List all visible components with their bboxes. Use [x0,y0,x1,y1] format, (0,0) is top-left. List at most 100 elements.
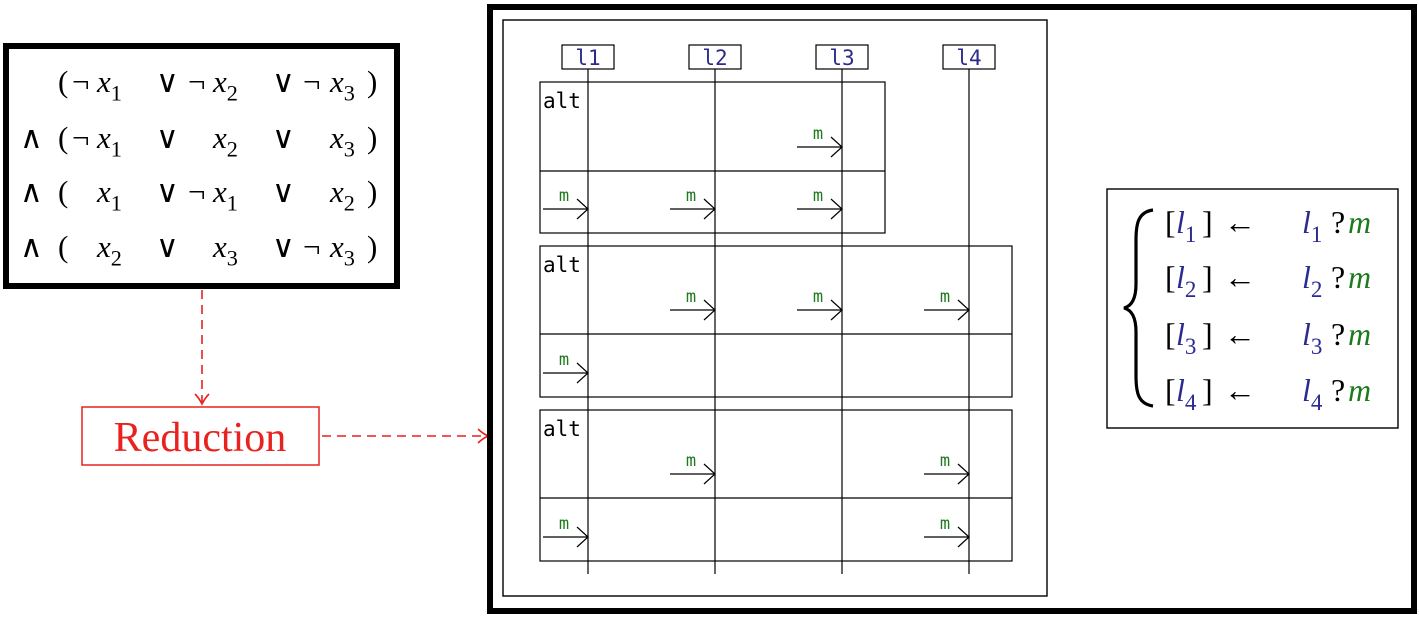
open-paren: ( [58,174,68,209]
literal-b: x2 [212,120,238,162]
lifeline-head-l4: l4 [942,44,996,70]
negation: ¬ [188,174,205,209]
lifeline-head-l1: l1 [561,44,615,70]
down-arrowhead [194,393,210,406]
lifeline-label: l2 [702,46,727,70]
formula-row: ∧(¬x1∨x2∨x3) [20,120,377,162]
receive-channel: l3 [1302,316,1322,359]
message-arrow: m [924,451,970,485]
lifeline-head-box [561,44,615,70]
reduction-label: Reduction [114,415,287,461]
open-paren: ( [58,229,68,264]
formula-rows: (¬x1∨¬x2∨¬x3)∧(¬x1∨x2∨x3)∧(x1∨¬x1∨x2)∧(x… [20,64,377,271]
assignment-panel: [l1]←l1?m [l2]←l2?m [l3]←l3?m [l4]←l4?m [1106,188,1399,429]
message-arrow: m [543,186,589,220]
message-arrow: m [670,287,716,321]
message-arrowhead [830,299,843,321]
assignment-row: [l1]←l1?m [1165,204,1371,247]
or-symbol: ∨ [272,64,295,99]
and-connective: ∧ [20,120,43,155]
alt-fragment: alt m m m m [539,409,1013,562]
or-symbol: ∨ [156,174,179,209]
lifeline-label: l3 [829,46,854,70]
message-arrow: m [797,186,843,220]
lifeline-head-box [942,44,996,70]
formula-row: (¬x1∨¬x2∨¬x3) [58,64,377,106]
message-arrow: m [924,514,970,548]
literal-a: x1 [96,64,122,106]
open-paren: ( [58,120,68,155]
message-arrowhead [957,463,970,485]
assignment-box [1106,188,1399,429]
bracket-open: [ [1165,259,1176,295]
open-paren: ( [58,64,68,99]
message-arrowhead [576,526,589,548]
literal-a: x1 [96,120,122,162]
assignment-row: [l2]←l2?m [1165,259,1371,302]
close-paren: ) [367,64,377,99]
message-arrow: m [670,451,716,485]
lifeline-head-l3: l3 [815,44,869,70]
literal-b: x3 [212,229,238,271]
negation: ¬ [72,120,89,155]
message-label: m [559,350,569,370]
received-message: m [1348,372,1371,408]
lifeline-label: l4 [956,46,981,70]
assignment-row: [l3]←l3?m [1165,316,1371,359]
message-label: m [559,186,569,206]
message-label: m [686,287,696,307]
target-variable: l2 [1176,259,1196,302]
assignment-row: [l4]←l4?m [1165,372,1371,415]
formula-row: ∧(x2∨x3∨¬x3) [20,229,377,271]
receive-operator: ? [1331,259,1345,295]
close-paren: ) [367,229,377,264]
bracket-close: ] [1202,204,1213,240]
lifeline-head-box [815,44,869,70]
alt-fragment-box [539,81,886,234]
message-arrowhead [703,299,716,321]
or-symbol: ∨ [156,120,179,155]
message-arrow: m [543,514,589,548]
literal-c: x3 [329,64,355,106]
message-arrow: m [797,124,843,158]
message-label: m [686,451,696,471]
message-label: m [940,451,950,471]
left-brace [1123,208,1154,408]
received-message: m [1348,204,1371,240]
alt-keyword: alt [543,253,581,277]
or-symbol: ∨ [156,229,179,264]
close-paren: ) [367,174,377,209]
receive-channel: l1 [1302,204,1322,247]
literal-c: x3 [329,120,355,162]
bracket-close: ] [1202,316,1213,352]
receive-operator: ? [1331,204,1345,240]
alt-keyword: alt [543,417,581,441]
target-variable: l3 [1176,316,1196,359]
message-arrow: m [670,186,716,220]
literal-a: x1 [96,174,122,216]
message-arrowhead [830,136,843,158]
literal-b: x2 [212,64,238,106]
literal-c: x2 [329,174,355,216]
message-label: m [813,287,823,307]
negation: ¬ [72,64,89,99]
literal-c: x3 [329,229,355,271]
message-arrowhead [957,299,970,321]
message-arrowhead [830,198,843,220]
alt-fragment-box [539,245,1013,398]
formula-row: ∧(x1∨¬x1∨x2) [20,174,377,216]
sequence-diagram-frame [502,19,1048,597]
message-arrowhead [576,198,589,220]
negation: ¬ [188,64,205,99]
bracket-close: ] [1202,372,1213,408]
message-arrow: m [924,287,970,321]
message-arrow: m [543,350,589,384]
message-label: m [686,186,696,206]
received-message: m [1348,316,1371,352]
or-symbol: ∨ [272,120,295,155]
bracket-open: [ [1165,316,1176,352]
and-connective: ∧ [20,229,43,264]
receive-operator: ? [1331,316,1345,352]
